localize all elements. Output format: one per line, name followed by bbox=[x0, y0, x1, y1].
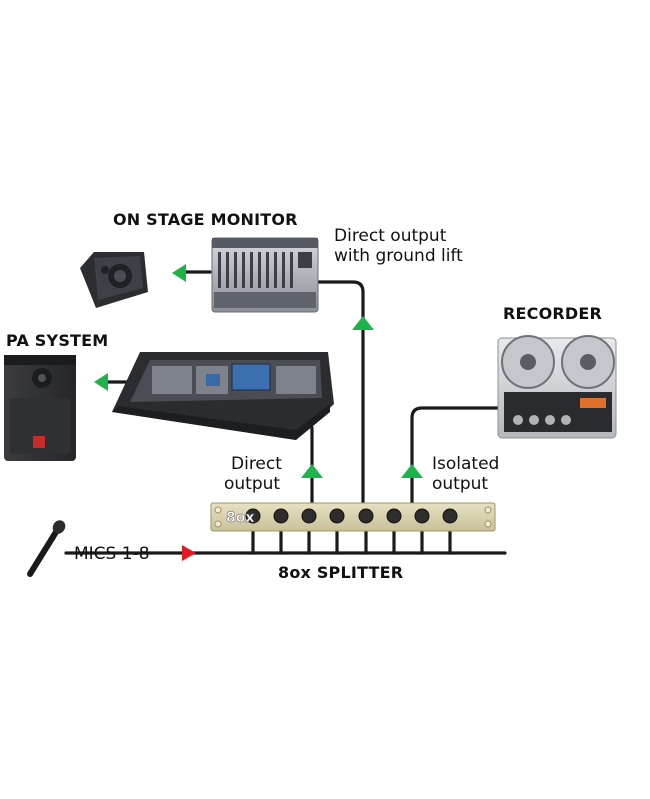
direct-ground-line-2: with ground lift bbox=[334, 246, 463, 266]
microphone-icon bbox=[27, 520, 66, 577]
arrow-left-monitor bbox=[172, 264, 186, 282]
direct-output-line-2: output bbox=[224, 474, 281, 494]
splitter-logo: 8ox bbox=[226, 510, 254, 526]
direct-output-label: Direct output bbox=[224, 454, 282, 494]
monitor-wedge-icon bbox=[80, 252, 148, 308]
arrow-up-recorder bbox=[401, 464, 423, 478]
arrow-up-pa bbox=[301, 464, 323, 478]
recorder-isolated-cable bbox=[410, 406, 500, 505]
direct-ground-line-1: Direct output bbox=[334, 226, 447, 246]
monitor-title: ON STAGE MONITOR bbox=[113, 210, 298, 229]
splitter-input-drops bbox=[251, 522, 452, 555]
splitter-title: 8ox SPLITTER bbox=[278, 563, 404, 582]
isolated-output-label: Isolated output bbox=[432, 454, 499, 494]
speaker-icon bbox=[4, 355, 76, 461]
arrow-up-monitor bbox=[352, 316, 374, 330]
monitor-direct-cable bbox=[316, 280, 365, 505]
direct-output-line-1: Direct bbox=[231, 454, 282, 474]
arrow-left-pa bbox=[94, 373, 108, 391]
arrows bbox=[94, 264, 423, 561]
mics-label: MICS 1-8 bbox=[74, 544, 150, 564]
mixer-icon bbox=[211, 237, 319, 313]
isolated-output-line-1: Isolated bbox=[432, 454, 500, 474]
recorder-title: RECORDER bbox=[503, 304, 603, 323]
reel-to-reel-icon bbox=[497, 335, 617, 439]
isolated-output-line-2: output bbox=[432, 474, 489, 494]
mixer-icon bbox=[112, 352, 334, 440]
splitter-device: 8ox bbox=[210, 502, 496, 532]
direct-ground-label: Direct output with ground lift bbox=[334, 226, 463, 266]
arrow-right-mics bbox=[182, 545, 196, 561]
pa-title: PA SYSTEM bbox=[6, 331, 109, 350]
